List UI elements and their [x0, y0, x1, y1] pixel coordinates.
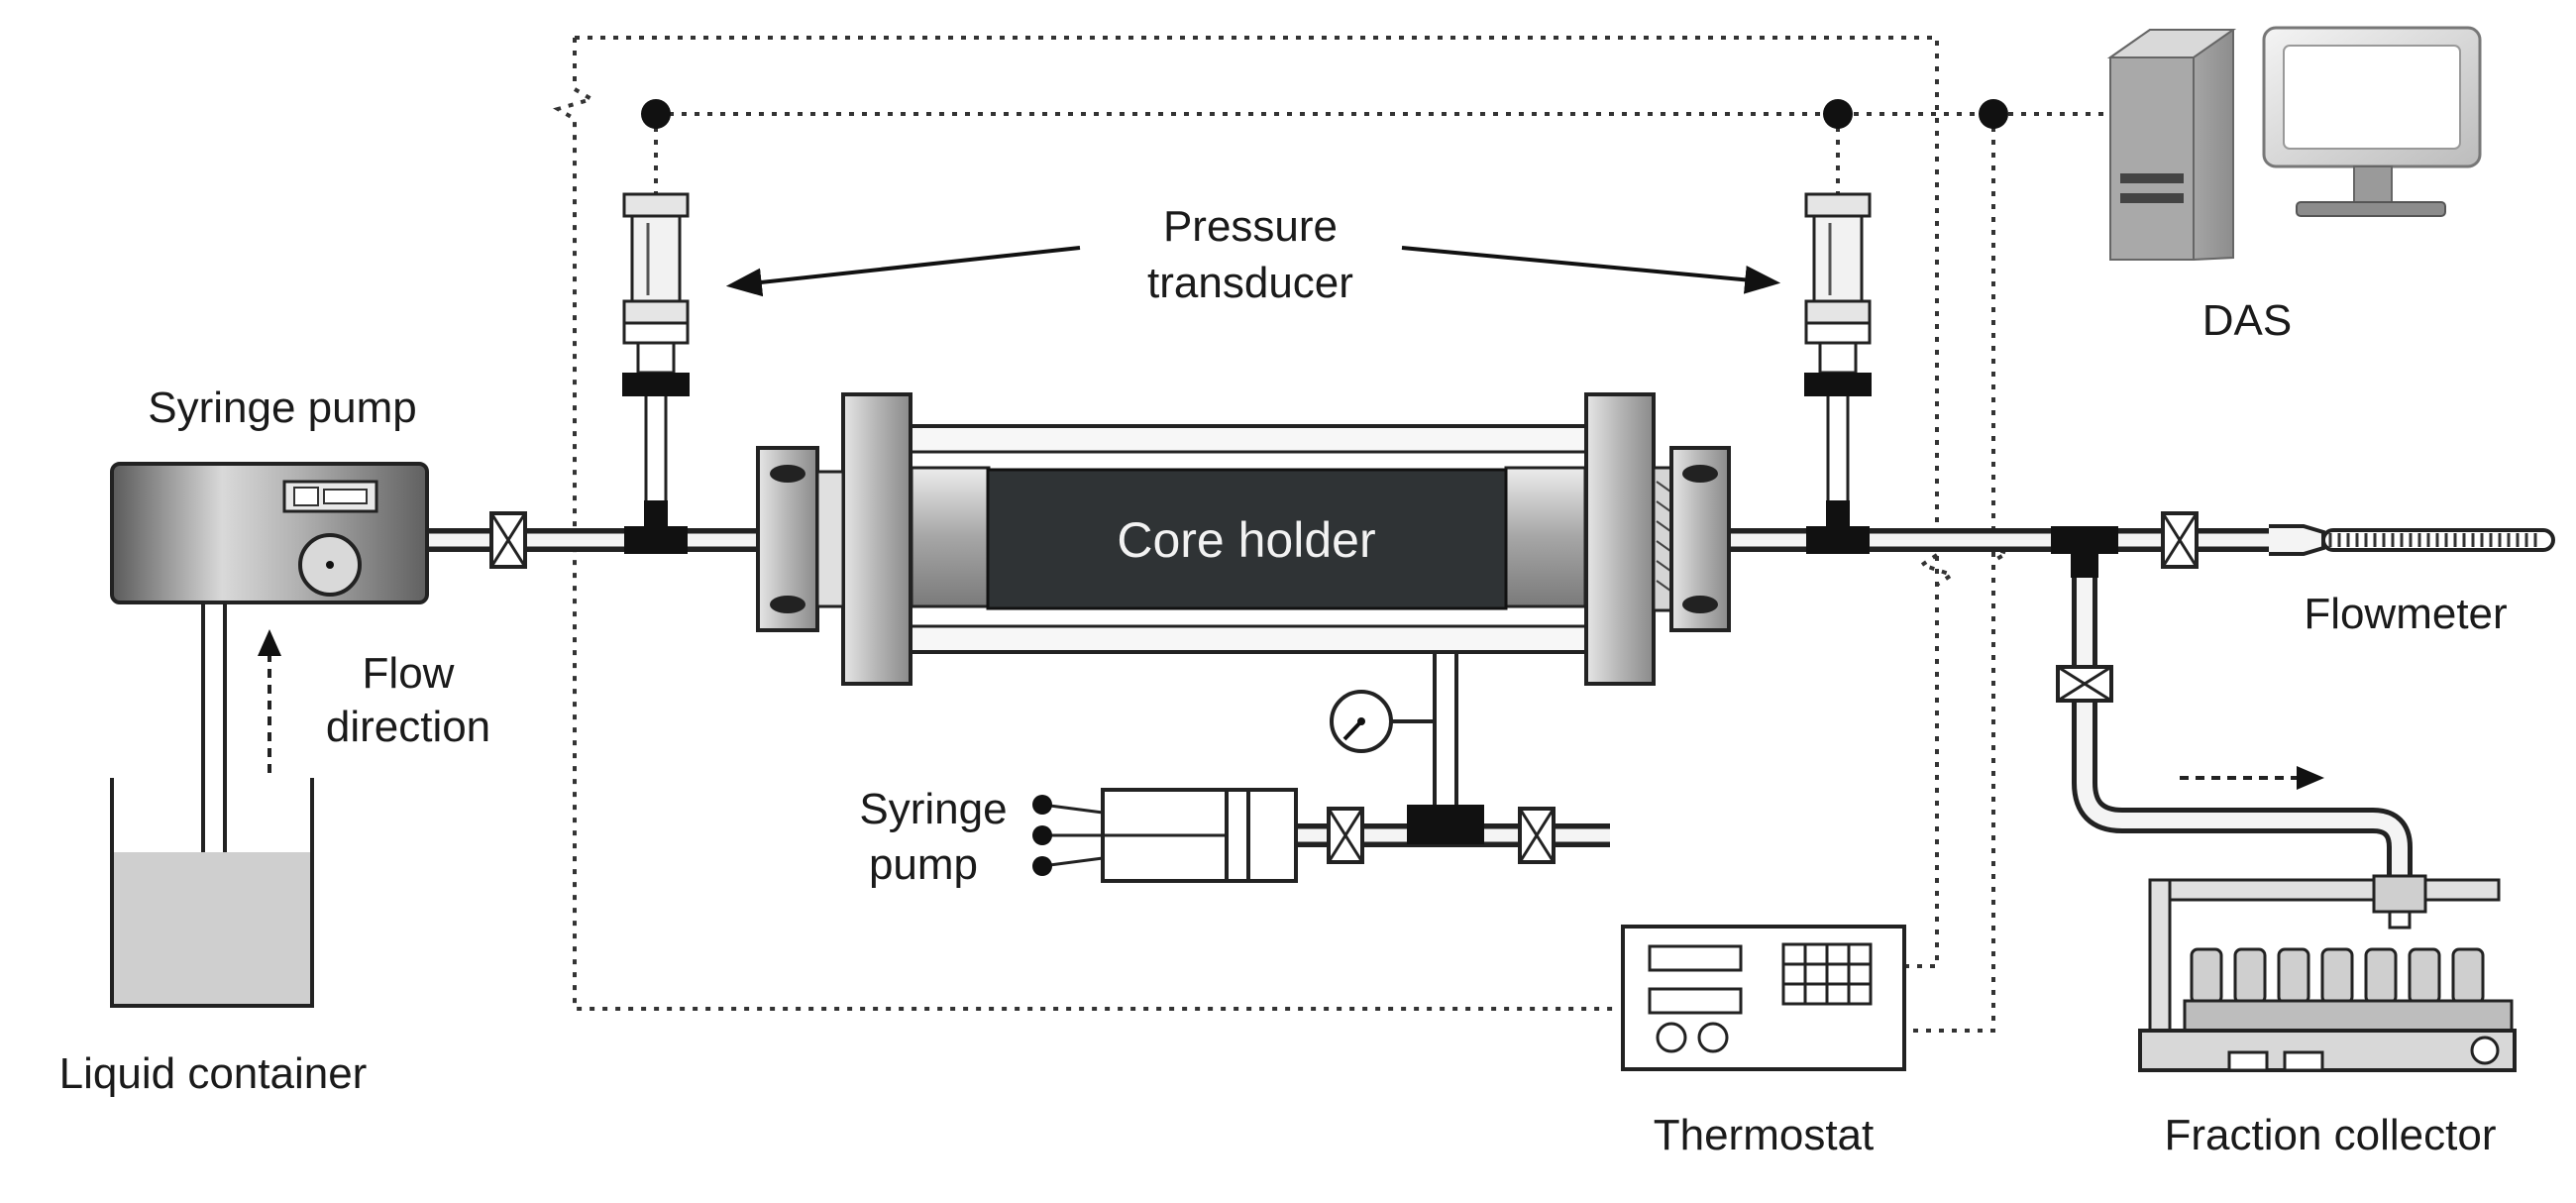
intake-tube: [201, 602, 227, 852]
thermostat-key: [1847, 982, 1873, 1006]
collection-tube: [2320, 947, 2354, 1005]
flowmeter-label: Flowmeter: [2304, 590, 2507, 638]
collector-flow-arrow: [2180, 766, 2324, 790]
fraction-collector-icon: [2138, 874, 2517, 1072]
collection-tube: [2451, 947, 2485, 1005]
thermostat-key: [1825, 942, 1851, 966]
thermostat-key: [1803, 982, 1829, 1006]
pressure-transducer-icon: [1804, 192, 1872, 554]
pressure-gauge-icon: [1330, 690, 1393, 753]
das-label: DAS: [2202, 296, 2292, 345]
liquid-container-icon: [110, 778, 314, 1008]
syringe-pump-bottom-label-line2: pump: [869, 840, 978, 889]
thermostat-key: [1847, 962, 1873, 986]
syringe-icon: [1032, 788, 1298, 883]
core-holder-label: Core holder: [1117, 512, 1375, 568]
signal-wiring: [553, 36, 2110, 1033]
core-holder-icon: [756, 392, 1731, 686]
flow-direction-arrow: [258, 629, 281, 773]
pressure-transducer-label-line1: Pressure: [1163, 202, 1338, 251]
thermostat-key: [1803, 962, 1829, 986]
valve-icon: [2056, 665, 2113, 703]
flow-direction-label-line2: direction: [326, 703, 490, 751]
thermostat-label: Thermostat: [1654, 1111, 1875, 1159]
pressure-transducer-label-line2: transducer: [1147, 259, 1353, 307]
thermostat-key: [1847, 942, 1873, 966]
thermostat-key: [1825, 982, 1851, 1006]
monitor-icon: [2262, 26, 2482, 217]
thermostat-key: [1781, 962, 1807, 986]
liquid-container-label: Liquid container: [59, 1049, 368, 1098]
valve-icon: [1327, 807, 1364, 864]
collection-tube: [2364, 947, 2398, 1005]
valve-icon: [2161, 511, 2199, 569]
computer-tower-icon: [2106, 29, 2237, 261]
collection-tube: [2190, 947, 2223, 1005]
thermostat-icon: [1621, 925, 1906, 1071]
fraction-collector-label: Fraction collector: [2164, 1111, 2496, 1159]
valve-icon: [1518, 807, 1556, 864]
collection-tube: [2233, 947, 2267, 1005]
collector-tube: [2072, 578, 2413, 882]
outlet-tee: [2051, 526, 2118, 578]
thermostat-key: [1825, 962, 1851, 986]
syringe-pump-label: Syringe pump: [148, 383, 416, 432]
syringe-pump-bottom-label-line1: Syringe: [859, 785, 1007, 833]
collection-tube: [2408, 947, 2441, 1005]
thermostat-key: [1803, 942, 1829, 966]
flow-direction-label-line1: Flow: [363, 649, 455, 698]
syringe-pump-icon: [110, 462, 429, 604]
valve-icon: [489, 511, 527, 569]
thermostat-key: [1781, 942, 1807, 966]
pressure-transducer-pointers: [725, 246, 1781, 297]
flowmeter-icon: [2269, 524, 2555, 556]
thermostat-key: [1781, 982, 1807, 1006]
collection-tube: [2277, 947, 2310, 1005]
pressure-transducer-icon: [622, 192, 690, 554]
